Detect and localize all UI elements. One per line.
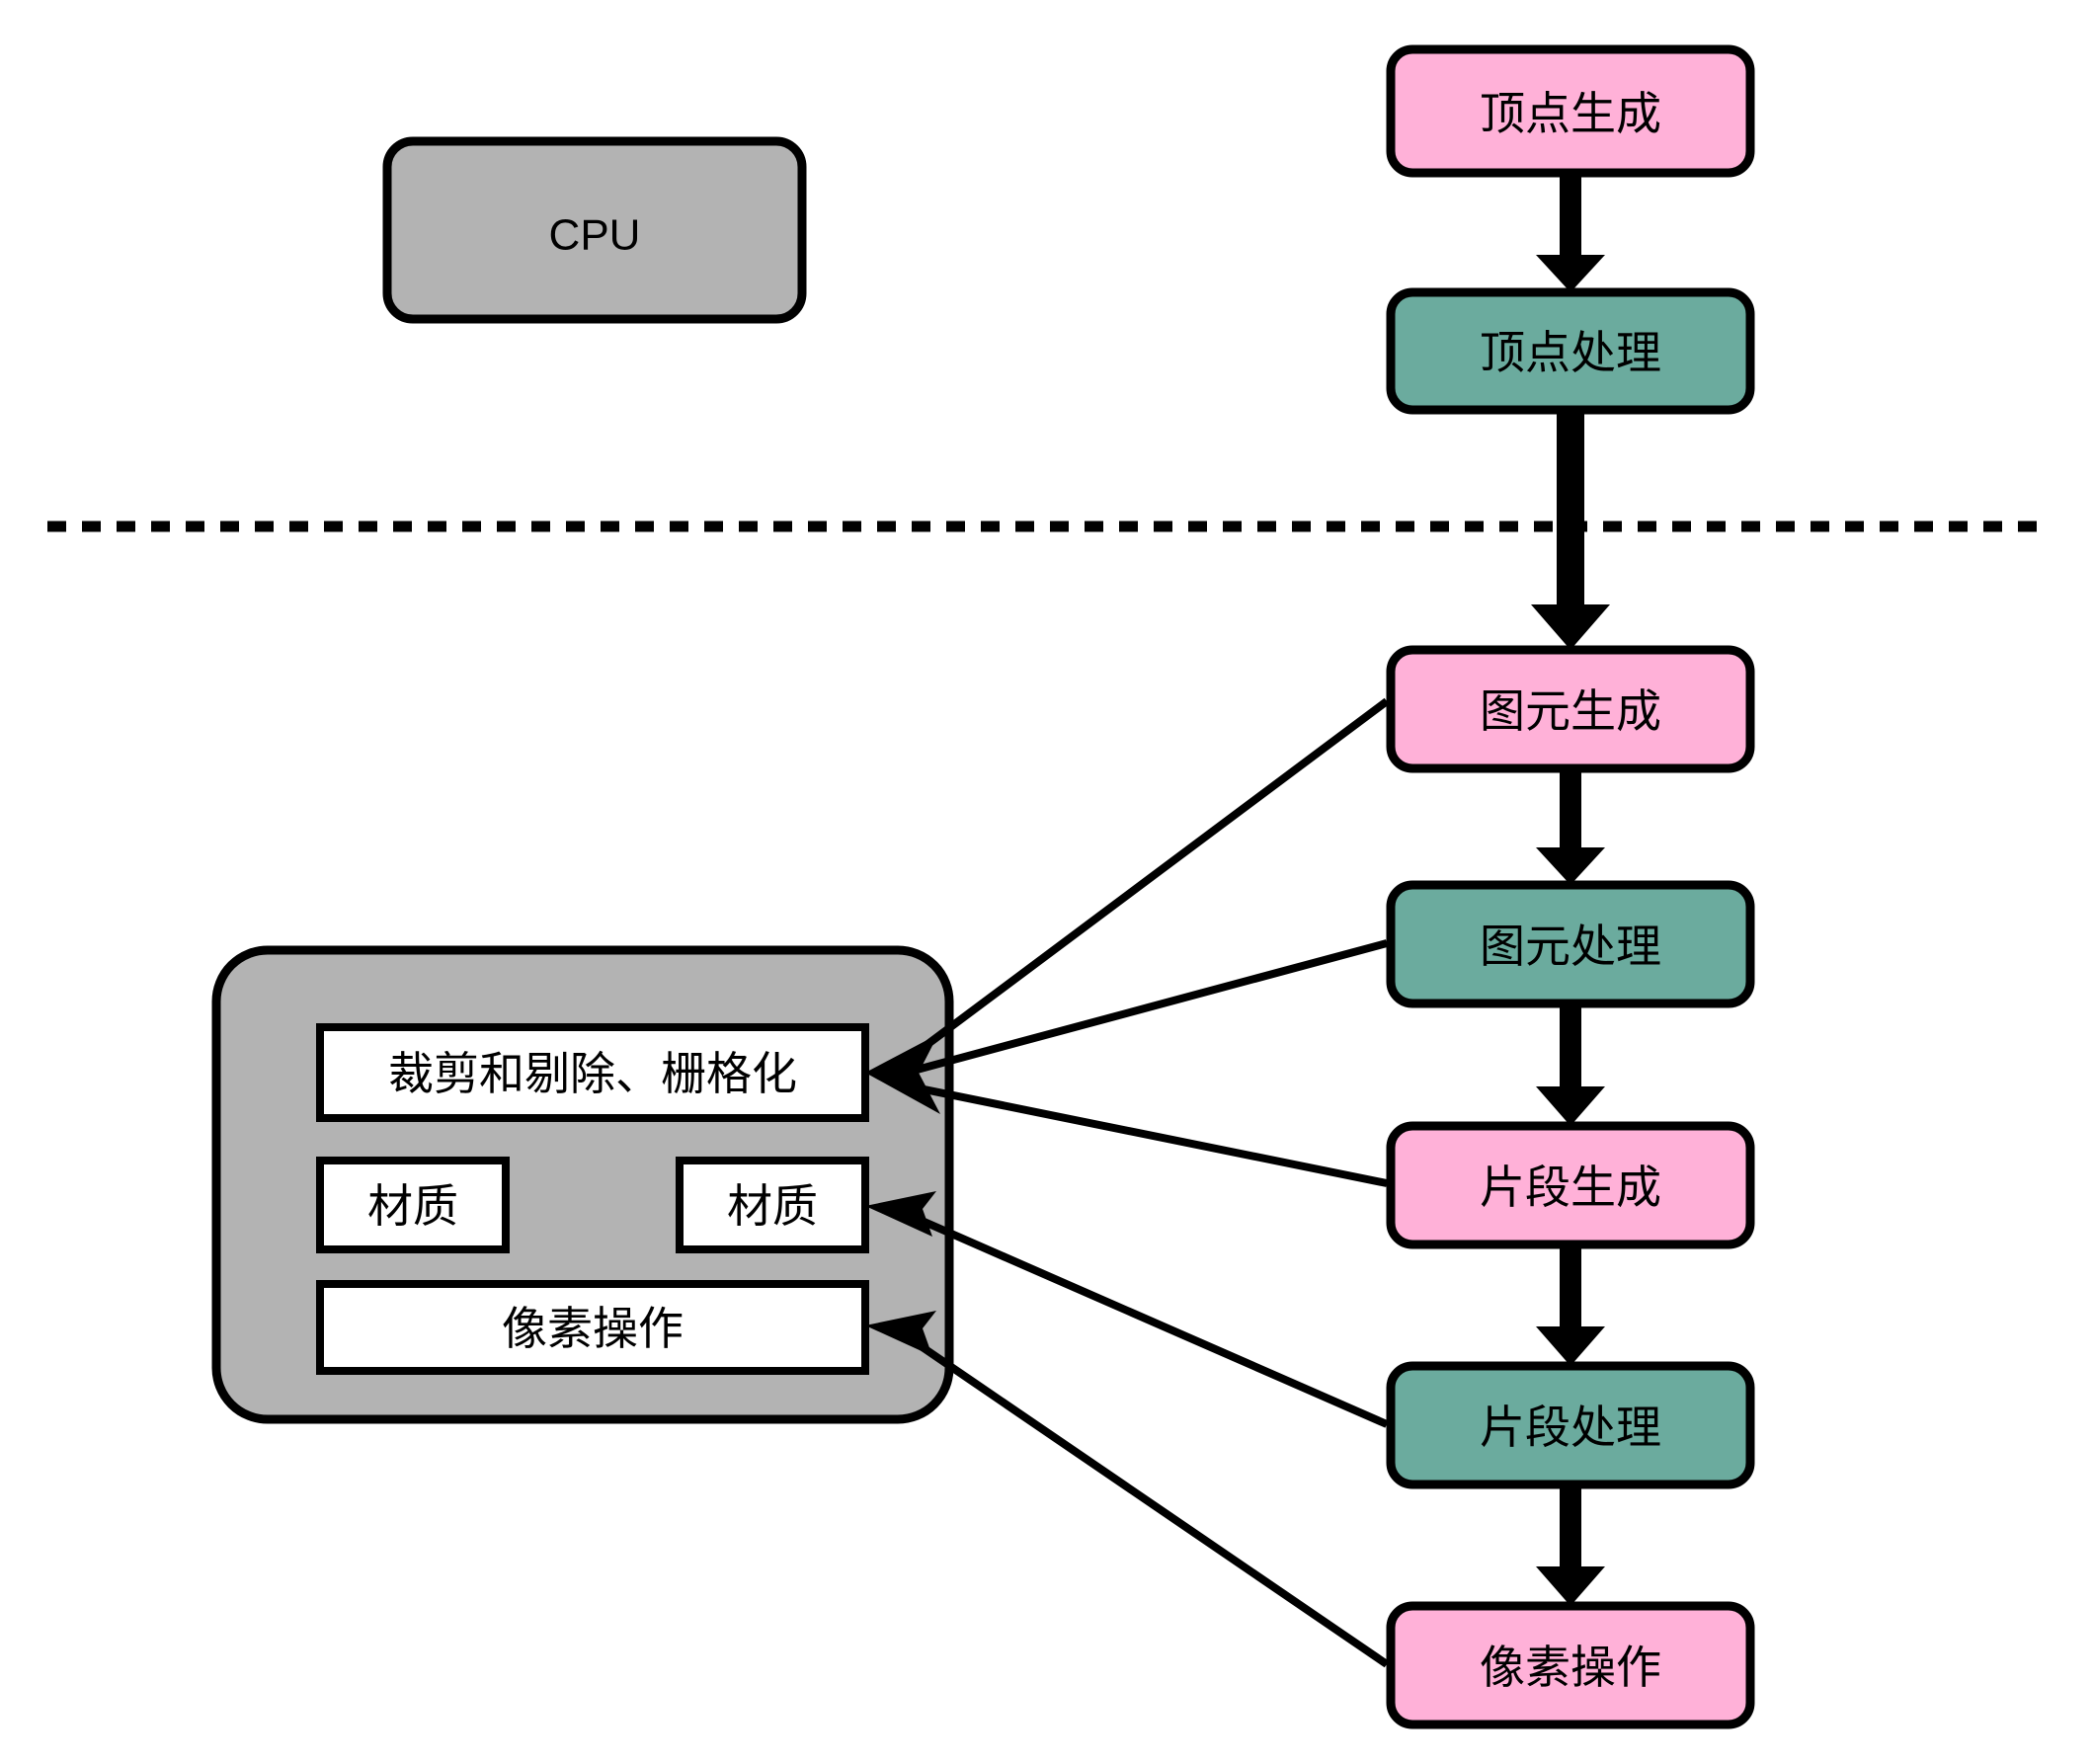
gpu-item-clip-cull-raster[interactable]: 裁剪和剔除、栅格化 <box>316 1023 869 1122</box>
flow-arrow-vertex-processing-to-primitive-generation <box>1531 410 1610 650</box>
fragment-processing-label: 片段处理 <box>1480 1402 1661 1453</box>
pipeline-stage-fragment-processing[interactable]: 片段处理 <box>1386 1361 1755 1489</box>
connector-primitive-processing-to-clip <box>893 939 1389 1080</box>
connector-fragment-generation-to-clip <box>894 1080 1388 1187</box>
primitive-generation-label: 图元生成 <box>1480 685 1661 737</box>
gpu-item-pixel-ops[interactable]: 像素操作 <box>316 1280 869 1375</box>
gpu-item-texture-left[interactable]: 材质 <box>316 1157 510 1253</box>
arrowhead-pixel-ops <box>865 1311 936 1356</box>
arrowhead-texture-right <box>865 1191 936 1237</box>
pipeline-stage-primitive-processing[interactable]: 图元处理 <box>1386 880 1755 1008</box>
arrowhead-clip-cull-raster <box>865 1034 940 1114</box>
pipeline-stage-vertex-generation[interactable]: 顶点生成 <box>1386 44 1755 178</box>
pixel-ops-rect <box>316 1280 869 1375</box>
pipeline-stage-pixel-operations[interactable]: 像素操作 <box>1386 1601 1755 1729</box>
connector-arrowheads <box>865 1034 940 1356</box>
clip-cull-raster-label: 裁剪和剔除、栅格化 <box>388 1048 797 1099</box>
pixel-ops-label: 像素操作 <box>502 1303 684 1354</box>
primitive-processing-label: 图元处理 <box>1480 921 1661 972</box>
connector-pixel-operations-to-pixel-ops <box>892 1324 1390 1668</box>
cpu-block-label: CPU <box>549 211 641 260</box>
texture-right-rect <box>676 1157 869 1253</box>
pipeline-stage-fragment-generation[interactable]: 片段生成 <box>1386 1121 1755 1249</box>
cpu-block[interactable]: CPU <box>382 136 807 324</box>
texture-left-label: 材质 <box>367 1180 458 1232</box>
fragment-generation-label: 片段生成 <box>1480 1162 1661 1213</box>
flow-arrow-fragment-generation-to-fragment-processing <box>1536 1244 1605 1366</box>
vertex-processing-label: 顶点处理 <box>1480 327 1661 378</box>
gpu-item-texture-right[interactable]: 材质 <box>676 1157 869 1253</box>
pixel-operations-rect <box>1386 1601 1755 1729</box>
gpu-fixed-function-group[interactable]: 裁剪和剔除、栅格化 材质 材质 像素操作 <box>211 945 954 1424</box>
pipeline-stage-vertex-processing[interactable]: 顶点处理 <box>1386 287 1755 415</box>
flow-arrow-primitive-processing-to-fragment-generation <box>1536 1003 1605 1126</box>
connector-fragment-processing-to-texture <box>893 1205 1389 1428</box>
flow-arrow-fragment-processing-to-pixel-operations <box>1536 1484 1605 1606</box>
vertex-generation-label: 顶点生成 <box>1480 88 1661 139</box>
connector-lines <box>892 697 1390 1668</box>
texture-right-label: 材质 <box>727 1180 818 1232</box>
flow-arrow-primitive-generation-to-primitive-processing <box>1536 768 1605 885</box>
pixel-operations-label: 像素操作 <box>1480 1642 1661 1693</box>
pipeline-stage-primitive-generation[interactable]: 图元生成 <box>1386 645 1755 773</box>
flow-arrow-vertex-generation-to-vertex-processing <box>1536 173 1605 292</box>
connector-primitive-generation-to-clip <box>892 697 1390 1073</box>
cpu-block-rect <box>382 136 807 324</box>
texture-left-rect <box>316 1157 510 1253</box>
